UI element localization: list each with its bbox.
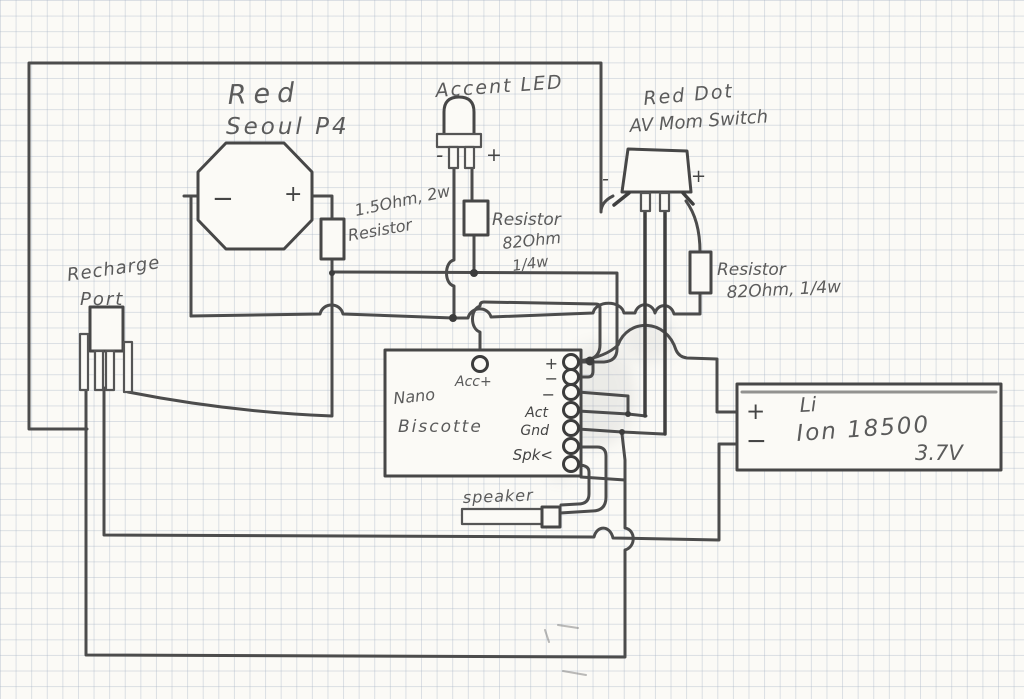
speaker-terminal bbox=[540, 505, 562, 529]
accent-led-label: Accent LED bbox=[433, 71, 565, 102]
pad-label-act: Act bbox=[524, 405, 548, 421]
junction-dot bbox=[449, 314, 457, 322]
led-leg-right bbox=[463, 145, 476, 170]
p4-octagon-symbol bbox=[196, 141, 314, 251]
wire-led-plus-leg bbox=[470, 166, 476, 275]
wire-switch-plus-to-resistor bbox=[684, 199, 702, 254]
wire-ground-return bbox=[84, 386, 635, 659]
wire-resistor-to-nano-plus bbox=[330, 270, 619, 364]
pad-label-minus-1: − bbox=[545, 369, 558, 388]
switch-label-line2: AV Mom Switch bbox=[628, 106, 769, 137]
battery-outline bbox=[735, 382, 1003, 472]
pad-gnd bbox=[562, 419, 580, 437]
port-pin-2 bbox=[104, 349, 116, 392]
speaker-body-symbol bbox=[460, 507, 548, 526]
nano-biscotte-board: Acc+ Nano Biscotte + − − Act Gnd Spk< bbox=[383, 348, 583, 478]
junction-dot bbox=[470, 269, 478, 277]
pad-minus-1 bbox=[562, 368, 580, 386]
pad-spk-2 bbox=[562, 455, 580, 473]
seoul-p4-led: − + Red Seoul P4 1.5Ohm, 2w Resistor bbox=[196, 77, 453, 261]
junction-dot bbox=[585, 356, 595, 366]
battery-minus-mark: − bbox=[746, 426, 767, 455]
acc-plus-label: Acc+ bbox=[454, 374, 492, 390]
p4-minus-mark: − bbox=[212, 184, 234, 214]
switch-body-symbol bbox=[620, 147, 693, 194]
wire-board-to-ground bbox=[579, 475, 627, 482]
switch-leg-outer-left bbox=[612, 191, 631, 207]
port-bracket-right bbox=[122, 340, 134, 394]
pad-spk-1 bbox=[562, 437, 580, 455]
wire-acc-pad-route bbox=[471, 300, 602, 363]
port-bracket-left bbox=[78, 332, 90, 392]
led-plus-mark: + bbox=[486, 144, 502, 166]
led-leg-left bbox=[447, 145, 460, 170]
pad-act bbox=[562, 401, 580, 419]
led-resistor-label-line2: 82Ohm bbox=[501, 228, 561, 253]
switch-leg-outer-right bbox=[681, 191, 695, 206]
accent-led: - + Accent LED Resistor 82Ohm 1/4w bbox=[433, 71, 565, 275]
battery-label-line1: Li bbox=[799, 392, 817, 417]
led-minus-mark: - bbox=[436, 143, 443, 167]
stray-pencil-marks bbox=[544, 624, 587, 676]
switch-label-line1: Red Dot bbox=[643, 80, 735, 110]
junction-dot bbox=[619, 429, 625, 435]
junction-dot bbox=[625, 411, 631, 417]
led-resistor-label-line3: 1/4w bbox=[511, 252, 550, 275]
wire-port-to-p4-resistor bbox=[126, 257, 334, 418]
pad-label-plus: + bbox=[545, 354, 558, 373]
wire-p4-plus-to-resistor bbox=[310, 194, 334, 221]
wire-p4-minus-to-switch-resistor bbox=[189, 291, 702, 320]
switch-resistor-label-line1: Resistor bbox=[717, 260, 787, 280]
pad-label-spk: Spk< bbox=[513, 446, 553, 464]
av-momentary-switch: - + Red Dot AV Mom Switch Resistor 82Ohm… bbox=[602, 80, 842, 303]
led-flange bbox=[435, 132, 483, 149]
speaker: speaker bbox=[460, 486, 562, 529]
board-label-line1: Nano bbox=[392, 385, 436, 408]
battery-label-line3: 3.7V bbox=[915, 441, 964, 465]
pad-label-gnd: Gnd bbox=[520, 423, 549, 439]
recharge-label-line2: Port bbox=[80, 289, 124, 310]
led-resistor-label-line1: Resistor bbox=[492, 210, 562, 230]
li-ion-battery: + − Li Ion 18500 3.7V bbox=[735, 382, 1003, 472]
p4-resistor-label-line1: 1.5Ohm, 2w bbox=[353, 181, 453, 220]
switch-resistor-symbol bbox=[688, 250, 713, 295]
led-resistor-symbol bbox=[462, 199, 490, 237]
speaker-label: speaker bbox=[462, 486, 534, 507]
acc-plus-pad bbox=[471, 355, 489, 373]
port-pin-1 bbox=[93, 349, 105, 392]
wire-port-to-battery-minus bbox=[102, 386, 740, 542]
junction-dot bbox=[329, 270, 335, 276]
wire-spk-2 bbox=[559, 463, 591, 507]
recharge-label-line1: Recharge bbox=[66, 252, 162, 286]
p4-label-line2: Seoul P4 bbox=[226, 114, 350, 140]
wire-pad2-minus bbox=[576, 362, 595, 379]
wire-led-minus-leg bbox=[445, 166, 456, 320]
switch-leg-inner-left bbox=[639, 191, 652, 213]
switch-plus-mark: + bbox=[691, 166, 706, 187]
pad-label-minus-2: − bbox=[542, 385, 555, 404]
pad-plus bbox=[562, 353, 580, 371]
battery-plus-mark: + bbox=[746, 399, 765, 425]
port-body-symbol bbox=[88, 305, 125, 353]
wire-pad3-minus bbox=[576, 390, 630, 416]
wire-nano-plus-to-battery-plus bbox=[577, 323, 740, 414]
switch-minus-mark: - bbox=[602, 168, 609, 190]
led-dome-symbol bbox=[442, 95, 476, 134]
p4-resistor-symbol bbox=[319, 217, 346, 261]
wire-switch-minus-loop bbox=[27, 61, 615, 431]
pad-minus-2 bbox=[562, 383, 580, 401]
switch-leg-inner-right bbox=[658, 191, 671, 213]
p4-plus-mark: + bbox=[284, 182, 302, 207]
board-label-line2: Biscotte bbox=[398, 417, 483, 437]
wire-spk-1 bbox=[558, 445, 608, 515]
p4-label-line1: Red bbox=[227, 77, 302, 111]
recharge-port: Recharge Port bbox=[66, 252, 162, 394]
switch-resistor-label-line2: 82Ohm, 1/4w bbox=[726, 277, 841, 303]
